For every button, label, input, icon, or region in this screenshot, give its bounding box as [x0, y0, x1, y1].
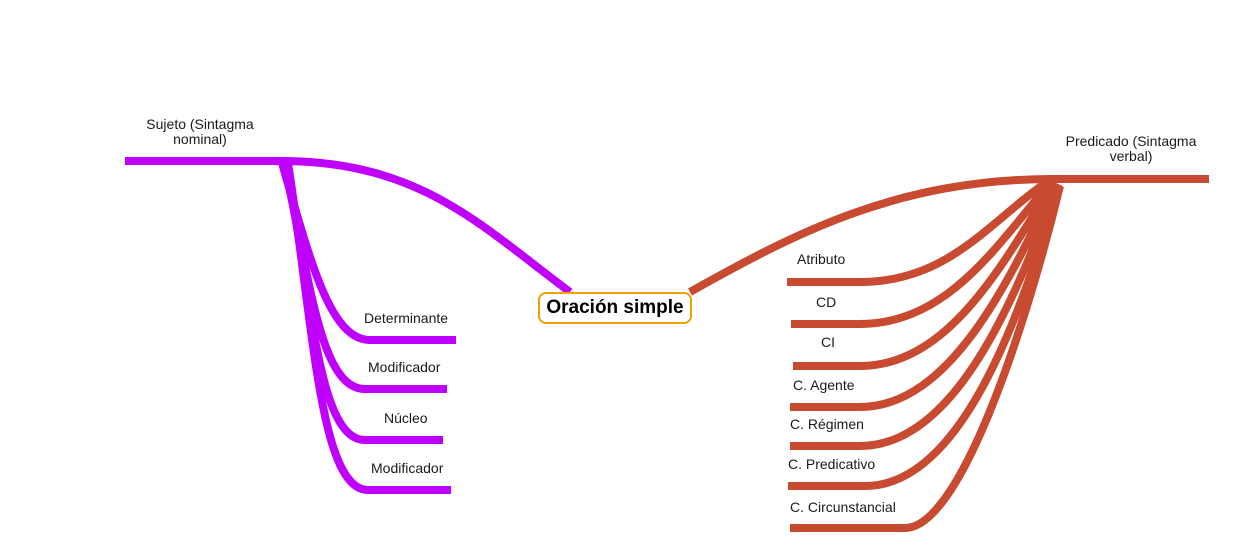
central-topic[interactable]: Oración simple: [538, 292, 692, 324]
topic-nucleo[interactable]: Núcleo: [384, 411, 428, 426]
topic-atributo[interactable]: Atributo: [797, 252, 845, 267]
topic-subject[interactable]: Sujeto (Sintagma nominal): [130, 117, 270, 147]
topic-c-agente[interactable]: C. Agente: [793, 378, 855, 393]
topic-c-predicativo[interactable]: C. Predicativo: [788, 457, 875, 472]
topic-determinante[interactable]: Determinante: [364, 311, 448, 326]
link-cd: [791, 178, 1056, 328]
topic-label: C. Predicativo: [788, 456, 876, 472]
link-c-agente: [790, 181, 1060, 411]
link-central-predicate: [688, 175, 1209, 296]
topic-predicate[interactable]: Predicado (Sintagma verbal): [1056, 134, 1206, 164]
topic-label: Núcleo: [384, 410, 428, 426]
link-central-subject: [125, 157, 573, 296]
topic-label: Determinante: [364, 310, 449, 326]
subject-branch-lines: [125, 157, 573, 494]
predicate-branch-lines: [688, 175, 1209, 532]
topic-label: C. Circunstancial: [790, 499, 896, 515]
topic-label: CI: [821, 334, 835, 350]
topic-modificador-1[interactable]: Modificador: [368, 360, 440, 375]
topic-label: CD: [816, 294, 837, 310]
link-modificador-2: [284, 162, 451, 494]
topic-cd[interactable]: CD: [816, 295, 836, 310]
link-atributo: [787, 176, 1053, 286]
link-c-regimen: [790, 182, 1062, 450]
topic-label: Atributo: [797, 251, 846, 267]
topic-label: C. Régimen: [790, 416, 864, 432]
topic-subject-label: Sujeto (Sintagma nominal): [146, 116, 254, 147]
central-topic-label: Oración simple: [546, 297, 684, 318]
topic-c-circunstancial[interactable]: C. Circunstancial: [790, 500, 896, 515]
topic-label: Modificador: [371, 460, 444, 476]
topic-ci[interactable]: CI: [821, 335, 835, 350]
link-ci: [793, 179, 1058, 370]
topic-c-regimen[interactable]: C. Régimen: [790, 417, 864, 432]
topic-label: Modificador: [368, 359, 441, 375]
topic-label: C. Agente: [793, 377, 855, 393]
link-c-circunstancial: [790, 185, 1064, 532]
topic-modificador-2[interactable]: Modificador: [371, 461, 443, 476]
topic-predicate-label: Predicado (Sintagma verbal): [1065, 133, 1197, 164]
